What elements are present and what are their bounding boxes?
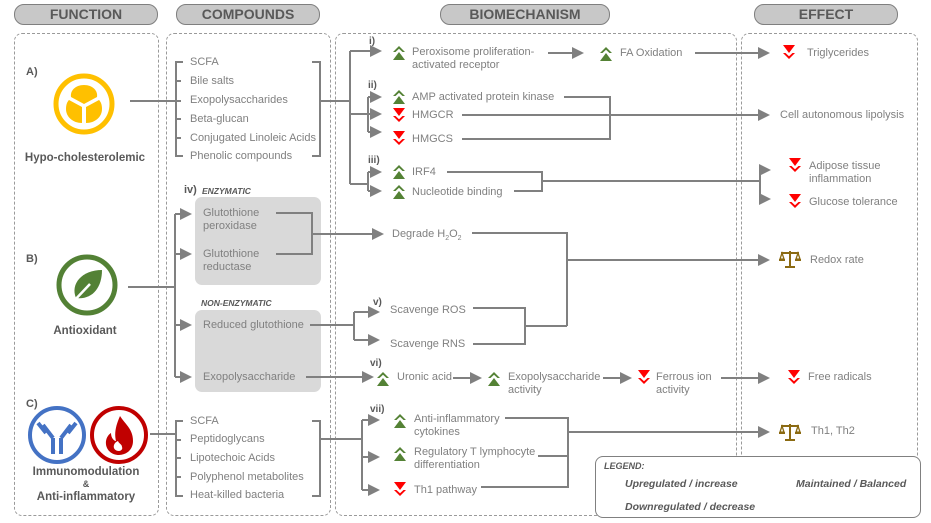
function-panel: [14, 33, 159, 516]
up-arrow-icon: [488, 372, 500, 391]
tag-i: i): [369, 36, 376, 47]
immuno-label-line2: &: [82, 479, 90, 489]
down-arrow-icon: [789, 194, 801, 213]
bio-ampk: AMP activated protein kinase: [412, 91, 555, 103]
header-compounds: COMPOUNDS: [176, 4, 320, 25]
bio-anti-inflammatory: Anti-inflammatory cytokines: [414, 413, 500, 438]
up-arrow-icon: [600, 47, 612, 66]
up-arrow-icon: [394, 447, 406, 466]
compound-a-item: SCFA: [190, 56, 219, 68]
function-antioxidant-label: Antioxidant: [53, 325, 117, 337]
bio-scavenge-rns: Scavenge RNS: [390, 338, 466, 350]
letter-c: C): [26, 398, 38, 410]
header-biomechanism: BIOMECHANISM: [440, 4, 610, 25]
bio-degrade-h2o2: Degrade H2O2: [392, 228, 462, 245]
up-arrow-icon: [393, 46, 405, 65]
function-hypo-label: Hypo-cholesterolemic: [24, 152, 146, 164]
biomechanism-panel: [335, 33, 737, 516]
compound-a-item: Bile salts: [190, 75, 235, 87]
effect-redox: Redox rate: [810, 254, 864, 266]
compound-a-item: Conjugated Linoleic Acids: [190, 132, 316, 144]
h2o2-text-b: O: [449, 228, 458, 240]
effect-glucose: Glucose tolerance: [809, 196, 898, 208]
header-function: FUNCTION: [14, 4, 158, 25]
down-arrow-icon: [394, 482, 406, 501]
bio-irf4: IRF4: [412, 166, 436, 178]
compound-c-item: Lipotechoic Acids: [190, 452, 275, 464]
down-arrow-icon: [789, 158, 801, 177]
down-arrow-icon: [788, 370, 800, 389]
effect-free-radicals: Free radicals: [808, 371, 872, 383]
tag-iv: iv): [184, 184, 197, 196]
tag-vi: vi): [370, 358, 382, 369]
up-arrow-icon: [393, 165, 405, 184]
legend-box: [595, 456, 921, 518]
compound-b-enzymatic: Glutothione reductase: [203, 248, 260, 273]
h2o2-text-a: Degrade H: [392, 228, 446, 240]
compound-a-item: Phenolic compounds: [190, 150, 293, 162]
immuno-label-line3: Anti-inflammatory: [36, 491, 136, 503]
compound-b-nonenzymatic: Exopolysaccharide: [203, 371, 296, 383]
letter-b: B): [26, 253, 38, 265]
bio-ppar: Peroxisome proliferation- activated rece…: [412, 46, 535, 71]
cholesterol-icon: [53, 73, 115, 135]
up-arrow-icon: [393, 185, 405, 204]
bio-hmgcs: HMGCS: [412, 133, 453, 145]
flame-icon: [90, 406, 148, 464]
up-arrow-icon: [394, 414, 406, 433]
bio-ferrous-ion: Ferrous ion activity: [656, 371, 712, 396]
up-arrow-icon: [377, 372, 389, 391]
bio-hmgcr: HMGCR: [412, 109, 454, 121]
enzymatic-label: ENZYMATIC: [202, 186, 251, 196]
bio-eps-activity: Exopolysaccharide activity: [508, 371, 601, 396]
effect-lipolysis: Cell autonomous lipolysis: [780, 109, 905, 121]
effect-adipose: Adipose tissue inflammation: [809, 160, 881, 185]
effect-triglycerides: Triglycerides: [807, 47, 869, 59]
enzymatic-box: [195, 197, 321, 285]
down-arrow-icon: [638, 370, 650, 389]
up-arrow-icon: [393, 90, 405, 109]
balance-scale-icon: [779, 250, 801, 273]
bio-uronic-acid: Uronic acid: [397, 371, 453, 383]
compound-c-item: Polyphenol metabolites: [190, 471, 304, 483]
legend-up-label: Upregulated / increase: [625, 478, 738, 490]
balance-scale-icon: [779, 423, 801, 446]
compound-c-item: Heat-killed bacteria: [190, 489, 285, 501]
header-effect: EFFECT: [754, 4, 898, 25]
h2o2-sub2: 2: [457, 235, 462, 243]
effect-th1-th2: Th1, Th2: [811, 425, 855, 437]
compound-a-item: Beta-glucan: [190, 113, 249, 125]
compound-b-enzymatic: Glutothione peroxidase: [203, 207, 260, 232]
bio-scavenge-ros: Scavenge ROS: [390, 304, 466, 316]
tag-vii: vii): [370, 404, 385, 415]
down-arrow-icon: [393, 131, 405, 150]
tag-ii: ii): [368, 80, 377, 91]
non-enzymatic-label: NON-ENZYMATIC: [201, 298, 272, 308]
compound-c-item: Peptidoglycans: [190, 433, 265, 445]
bio-th1-pathway: Th1 pathway: [414, 484, 477, 496]
bio-fa-oxidation: FA Oxidation: [620, 47, 683, 59]
immuno-label-line1: Immunomodulation: [32, 466, 140, 478]
legend-balance-label: Maintained / Balanced: [796, 478, 907, 490]
antibody-icon: [28, 406, 86, 464]
compound-c-item: SCFA: [190, 415, 219, 427]
compounds-panel: [166, 33, 331, 516]
letter-a: A): [26, 66, 38, 78]
bio-treg: Regulatory T lymphocyte differentiation: [414, 446, 536, 471]
down-arrow-icon: [783, 45, 795, 64]
bio-nucleotide: Nucleotide binding: [412, 186, 503, 198]
tag-iii: iii): [368, 155, 380, 166]
compound-b-nonenzymatic: Reduced glutothione: [203, 319, 304, 331]
down-arrow-icon: [393, 108, 405, 127]
tag-v: v): [373, 297, 382, 308]
legend-title: LEGEND:: [604, 461, 645, 471]
legend-down-label: Downregulated / decrease: [625, 501, 756, 513]
function-immuno-label: Immunomodulation & Anti-inflammatory: [12, 465, 160, 504]
compound-a-item: Exopolysaccharides: [190, 94, 288, 106]
leaf-icon: [56, 254, 118, 316]
non-enzymatic-box: [195, 310, 321, 392]
h2o2-sub1: 2: [445, 235, 450, 243]
